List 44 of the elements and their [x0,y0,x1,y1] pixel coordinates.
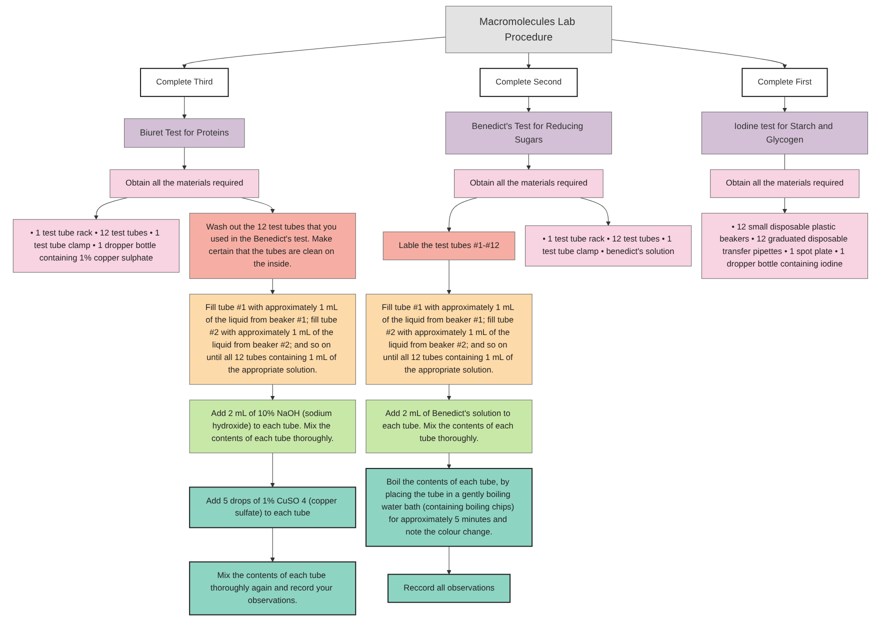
arrow [182,147,186,170]
node-box: Fill tube #1 with approximately 1 mL of the liquid from beaker #1; fill tube #2 with approximately 1 mL of the liquid from beaker #2; and so on until all 12 tubes containing 1 mL of the appropriate solution. [365,294,532,385]
arrow [782,96,787,112]
node-box: Add 2 mL of 10% NaOH (sodium hydroxide) to each tube. Mix the contents of each tube thoroughly. [188,400,356,454]
node-box: Obtain all the materials required [710,169,859,198]
node-box: Complete First [741,68,828,97]
node-box: • 12 small disposable plastic beakers • 12 graduated disposable transfer pipettes • 1 spot plate • 1 dropper bottle containing iodine [700,212,868,279]
node-box: Fill tube #1 with approximately 1 mL of the liquid from beaker #1; fill tube #2 with approximately 1 mL of the liquid from beaker #2; and so on until all 12 tubes containing 1 mL of the appropriate solution. [188,294,356,385]
arrow [446,260,451,294]
arrow [782,197,787,214]
node-box: Add 5 drops of 1% CuSO 4 (copper sulfate) to each tube [188,486,356,528]
node-box: Obtain all the materials required [454,169,603,198]
node-box: • 1 test tube rack • 12 test tubes • 1 test tube clamp • 1 dropper bottle containing 1% copper sulphate [12,219,179,273]
arrow [526,52,530,69]
node-box: Complete Third [140,68,228,97]
arrow [270,278,274,294]
arrow [182,96,186,119]
arrow [270,527,274,562]
arrow [270,452,274,488]
node-box: Obtain all the materials required [109,169,259,198]
node-box: Lable the test tubes #1-#12 [382,232,515,260]
node-box: Wash out the 12 test tubes that you used in the Benedict's test. Make certain that the tubes are clean on the inside. [188,212,356,279]
node-box: Benedict's Test for Reducing Sugars [444,112,612,154]
node-box: • 1 test tube rack • 12 test tubes • 1 test tube clamp • benedict's solution [524,225,692,266]
arrow [526,154,530,170]
arrow [446,384,451,400]
arrow [93,197,128,220]
connector [784,154,785,170]
arrow [446,546,451,575]
node-box: Boil the contents of each tube, by placing the tube in a gently boiling water bath (containing boiling chips) for approximately 5 minutes and note the colour change. [365,468,532,547]
node-box: Reccord all observations [387,574,510,603]
arrow [446,197,478,232]
node-box: Iodine test for Starch and Glycogen [700,112,868,154]
node-box: Complete Second [479,68,578,97]
arrow [526,96,530,112]
node-box: Macromolecules Lab Procedure [444,6,612,54]
arrow [270,384,274,400]
node-box: Mix the contents of each tube thoroughly again and record your observations. [188,561,356,616]
arrow [610,39,787,69]
node-box: Biuret Test for Proteins [124,118,244,148]
arrow [579,197,610,226]
node-box: Add 2 mL of Benedict's solution to each tube. Mix the contents of each tube thoroughly. [365,400,532,454]
arrow [446,452,451,469]
arrow [182,36,446,69]
